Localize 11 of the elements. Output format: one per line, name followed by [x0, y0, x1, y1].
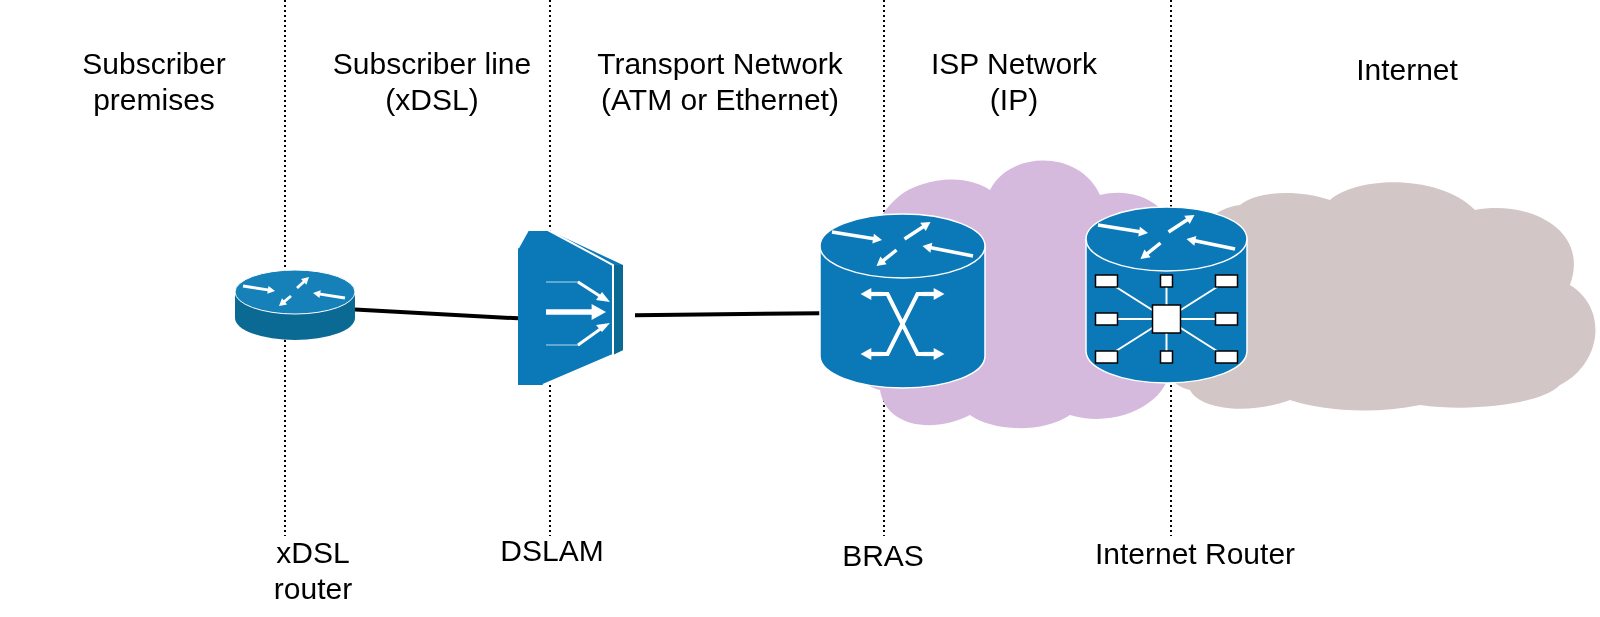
- zone-heading: Internet Router: [1093, 536, 1297, 572]
- connection-line: [634, 311, 821, 318]
- zone-heading: Transport Network (ATM or Ethernet): [596, 46, 844, 118]
- zone-heading: Internet: [1355, 52, 1459, 88]
- zone-heading: BRAS: [841, 538, 925, 574]
- zone-heading: DSLAM: [499, 533, 605, 569]
- zone-heading: Subscriber premises: [81, 46, 227, 118]
- zone-heading: ISP Network (IP): [929, 46, 1099, 118]
- connection-line: [354, 307, 519, 321]
- zone-heading: xDSL router: [272, 535, 354, 607]
- zone-heading: Subscriber line (xDSL): [331, 46, 533, 118]
